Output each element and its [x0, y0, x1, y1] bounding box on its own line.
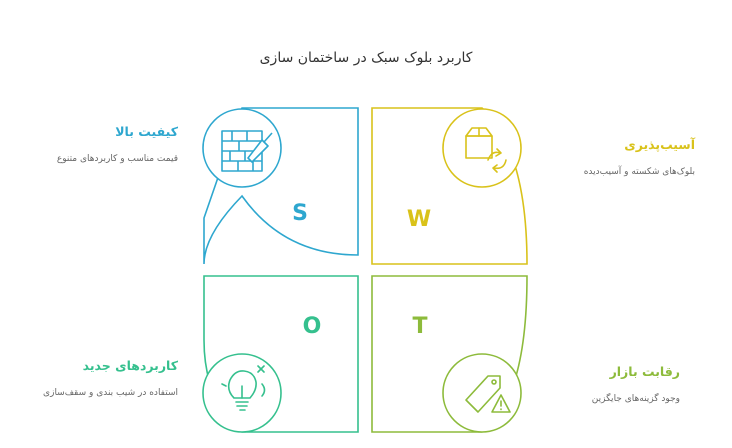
price-tag-warning-icon — [465, 375, 511, 413]
quadrant-t-description: وجود گزینه‌های جایگزین — [591, 394, 680, 404]
quadrant-s-label: کیفیت بالا قیمت مناسب و کاربردهای متنوع — [28, 124, 178, 168]
box-recycle-icon — [465, 127, 507, 173]
quadrant-w-description: بلوک‌های شکسته و آسیب‌دیده — [583, 167, 695, 177]
quadrant-s-heading: کیفیت بالا — [115, 124, 178, 139]
quadrant-w-icon-circle — [442, 108, 522, 188]
quadrant-t-heading: رقابت بازار — [609, 364, 680, 379]
quadrant-w-letter: W — [407, 207, 431, 232]
quadrant-s-icon-circle — [202, 108, 282, 188]
lightbulb-idea-icon — [221, 365, 266, 411]
diagram-title: کاربرد بلوک سبک در ساختمان سازی — [259, 50, 473, 66]
quadrant-s-letter: S — [292, 201, 308, 226]
quadrant-o-heading: کاربردهای جدید — [82, 358, 178, 373]
quadrant-o-label: کاربردهای جدید استفاده در شیب بندی و سقف… — [28, 358, 178, 402]
quadrant-s-shape — [203, 107, 359, 265]
quadrant-t-icon-circle — [442, 353, 522, 433]
quadrant-o-description: استفاده در شیب بندی و سقف‌سازی — [43, 388, 178, 398]
quadrant-s-description: قیمت مناسب و کاربردهای متنوع — [56, 154, 178, 164]
quadrant-t-letter: T — [412, 314, 427, 339]
quadrant-w-label: آسیب‌پذیری بلوک‌های شکسته و آسیب‌دیده — [545, 137, 695, 181]
brick-wall-trowel-icon — [221, 130, 273, 172]
quadrant-t-label: رقابت بازار وجود گزینه‌های جایگزین — [530, 364, 680, 408]
quadrant-w-heading: آسیب‌پذیری — [624, 137, 695, 152]
quadrant-o-letter: O — [303, 314, 322, 339]
